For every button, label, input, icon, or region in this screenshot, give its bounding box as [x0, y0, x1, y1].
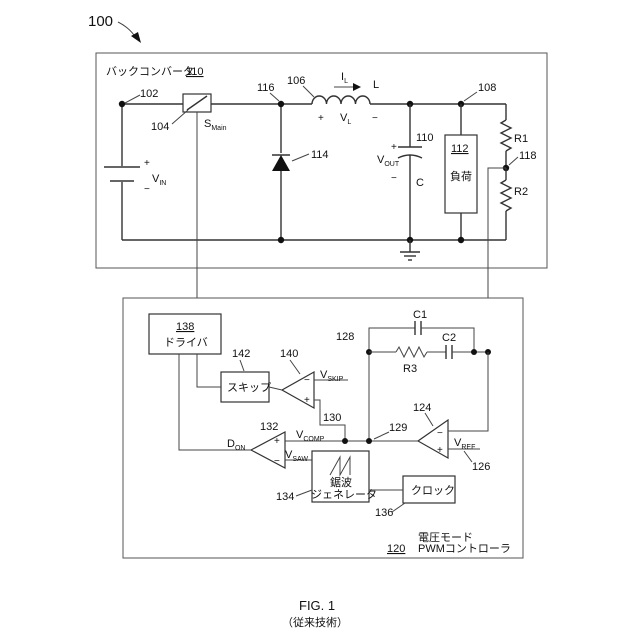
skip-comp-minus: − — [304, 375, 310, 386]
vl-plus: + — [318, 113, 324, 124]
vin-plus: + — [144, 158, 150, 169]
node-132-label: 132 — [260, 421, 278, 433]
node-116-dot — [278, 101, 284, 107]
sawtooth-label-line2: ジェネレータ — [311, 488, 377, 501]
driver-label: ドライバ — [164, 336, 208, 349]
node-129-dot — [366, 438, 372, 444]
comp-net-right-dot-1 — [471, 349, 477, 355]
cap-label: C — [416, 177, 424, 189]
node-140-label: 140 — [280, 348, 298, 360]
r3-label: R3 — [403, 363, 417, 375]
clock-label: クロック — [411, 484, 455, 497]
skip-label: スキップ — [227, 381, 271, 394]
buck-converter-ref: 110 — [186, 66, 204, 78]
node-104-label: 104 — [151, 121, 169, 133]
driver-ref: 138 — [176, 321, 194, 333]
node-129-label: 129 — [389, 422, 407, 434]
r1-label: R1 — [514, 133, 528, 145]
node-114-label: 114 — [311, 149, 329, 161]
sawtooth-label-line1: 鋸波 — [330, 475, 352, 489]
vout-plus: + — [391, 142, 397, 153]
figure-caption: FIG. 1 — [299, 598, 335, 613]
skip-comp-plus: + — [304, 395, 310, 406]
vl-minus: − — [372, 113, 378, 124]
inductor-label: L — [373, 79, 379, 91]
node-142-label: 142 — [232, 348, 250, 360]
pwm-comp-minus: − — [274, 456, 280, 467]
figure-ref-100: 100 — [88, 13, 113, 30]
node-108-label: 108 — [478, 82, 496, 94]
diode-gnd-dot — [278, 237, 284, 243]
node-110-label: 110 — [416, 132, 434, 144]
err-amp-minus: − — [437, 428, 443, 439]
node-124-label: 124 — [413, 402, 431, 414]
node-116-label: 116 — [257, 82, 275, 94]
load-ref: 112 — [451, 143, 469, 155]
err-amp-plus: + — [437, 445, 443, 456]
node-134-label: 134 — [276, 491, 294, 503]
node-102-label: 102 — [140, 88, 158, 100]
c2-label: C2 — [442, 332, 456, 344]
vin-minus: − — [144, 184, 150, 195]
figure-caption-sub: （従来技術） — [282, 616, 348, 629]
pwm-comp-plus: + — [274, 436, 280, 447]
node-128-label: 128 — [336, 331, 354, 343]
load-label: 負荷 — [450, 170, 472, 183]
node-136-label: 136 — [375, 507, 393, 519]
buck-converter-title: バックコンバータ — [106, 65, 194, 78]
node-118-label: 118 — [519, 150, 537, 162]
node-102-dot — [119, 101, 125, 107]
node-106-label: 106 — [287, 75, 305, 87]
load-gnd-dot — [458, 237, 464, 243]
c1-label: C1 — [413, 309, 427, 321]
vout-minus: − — [391, 173, 397, 184]
controller-title-line2: PWMコントローラ — [418, 543, 511, 555]
controller-ref: 120 — [387, 543, 405, 555]
node-126-label: 126 — [472, 461, 490, 473]
node-130-dot — [342, 438, 348, 444]
node-130-label: 130 — [323, 412, 341, 424]
r2-label: R2 — [514, 186, 528, 198]
